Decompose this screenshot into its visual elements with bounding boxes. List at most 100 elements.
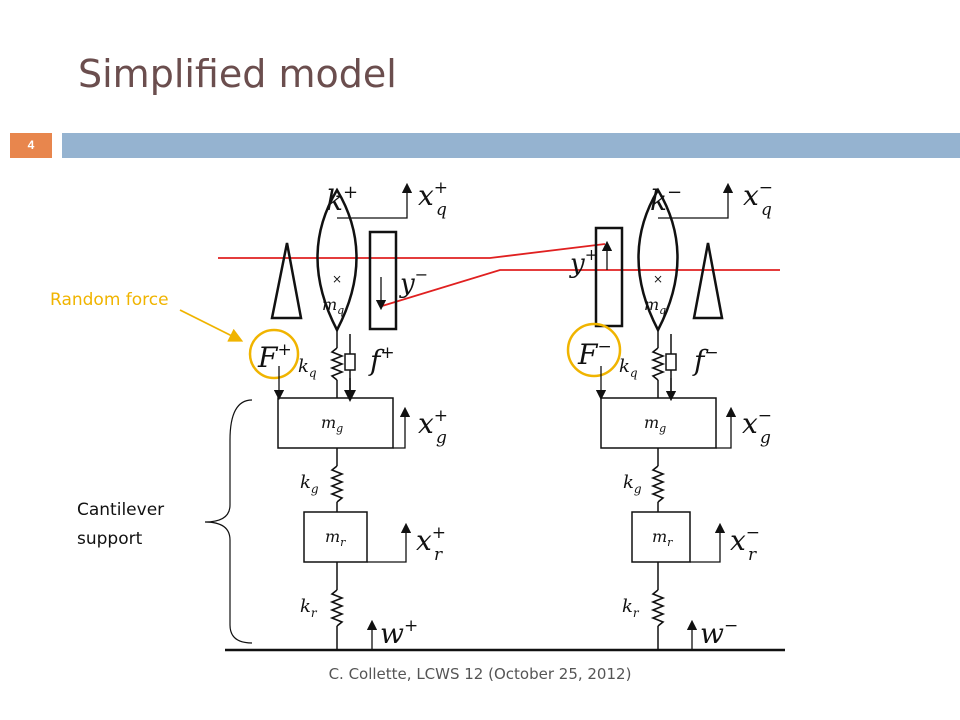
right-w: w <box>700 617 724 650</box>
right-xr-sub: r <box>748 545 757 565</box>
left-F-highlight <box>248 328 300 380</box>
svg-text:x+r: x+r <box>416 523 446 565</box>
left-xr: x <box>416 524 432 557</box>
right-kr: k <box>622 596 633 617</box>
left-kq: k <box>298 356 309 377</box>
left-mq: m <box>322 295 337 314</box>
svg-text:y+: y+ <box>569 245 598 279</box>
right-k-top-sup: − <box>667 182 682 203</box>
svg-text:mq: mq <box>644 295 666 317</box>
left-F: F <box>257 341 279 374</box>
left-xg-sub: g <box>436 428 447 448</box>
cantilever-support-label: Cantilever support <box>77 496 164 554</box>
svg-text:×: × <box>653 272 663 286</box>
svg-text:kr: kr <box>300 596 318 620</box>
right-f-sup: − <box>704 343 718 363</box>
svg-text:kq: kq <box>298 356 317 380</box>
svg-text:w+: w+ <box>380 616 418 650</box>
left-mr-box <box>303 511 368 563</box>
right-mr-sub: r <box>667 536 673 549</box>
svg-text:mg: mg <box>321 413 343 435</box>
svg-text:kr: kr <box>622 596 640 620</box>
left-xq-sub: q <box>436 200 447 220</box>
right-xq: x <box>743 179 759 212</box>
right-F-sup: − <box>597 337 611 357</box>
right-xr: x <box>730 524 746 557</box>
left-xg: x <box>418 407 434 440</box>
svg-text:mg: mg <box>644 413 666 435</box>
left-actuator <box>344 353 356 371</box>
left-mr: m <box>325 527 340 546</box>
right-kq-sub: q <box>630 366 638 380</box>
beam-lines <box>218 243 780 307</box>
slide-footer: C. Collette, LCWS 12 (October 25, 2012) <box>328 665 632 683</box>
svg-text:mr: mr <box>652 527 673 549</box>
left-w: w <box>380 617 404 650</box>
svg-text:x+g: x+g <box>418 406 448 448</box>
right-sensor-rect <box>594 226 624 328</box>
svg-text:x−g: x−g <box>742 406 772 448</box>
right-actuator <box>665 353 677 371</box>
svg-text:w−: w− <box>700 616 738 650</box>
left-mg-sub: g <box>336 422 343 435</box>
right-kg-spring <box>650 465 666 503</box>
random-force-label: Random force <box>50 290 169 310</box>
right-kg-sub: g <box>634 482 642 496</box>
right-w-sup: − <box>724 616 738 636</box>
right-xg: x <box>742 407 758 440</box>
svg-text:x−r: x−r <box>730 523 760 565</box>
left-k-top-sup: + <box>343 182 358 203</box>
left-y-sup: − <box>415 265 428 284</box>
svg-text:mr: mr <box>325 527 346 549</box>
right-xr-sup: − <box>746 523 760 543</box>
svg-text:x+q: x+q <box>418 178 448 220</box>
left-mg-box <box>277 397 394 449</box>
right-kr-sub: r <box>633 606 640 620</box>
page-number: 4 <box>10 133 52 158</box>
svg-text:f−: f− <box>692 343 719 377</box>
svg-text:kg: kg <box>623 472 642 496</box>
right-mq-sub: q <box>659 304 666 317</box>
header-bar <box>62 133 960 158</box>
svg-text:y−: y− <box>399 265 428 299</box>
right-mg: m <box>644 413 659 432</box>
svg-text:kg: kg <box>300 472 319 496</box>
left-triangle <box>270 242 303 320</box>
svg-text:kq: kq <box>619 356 638 380</box>
svg-text:x−q: x−q <box>743 178 773 220</box>
left-xr-sub: r <box>434 545 443 565</box>
right-xq-sup: − <box>759 178 773 198</box>
right-F: F <box>577 338 599 371</box>
right-xg-sub: g <box>760 428 771 448</box>
left-kr-spring <box>329 589 345 627</box>
left-sensor-rect <box>368 230 398 331</box>
left-w-sup: + <box>404 616 418 636</box>
right-system: × k− x−q y+ mq F− kq f− mg x−g kg mr x−r… <box>566 178 773 650</box>
right-y-sup: + <box>585 245 598 264</box>
left-xq: x <box>418 179 434 212</box>
right-kr-spring <box>650 589 666 627</box>
left-k-top: k <box>326 184 343 217</box>
cantilever-label-line1: Cantilever <box>77 500 165 520</box>
right-kq: k <box>619 356 630 377</box>
left-xg-sup: + <box>434 406 448 426</box>
cantilever-brace <box>204 399 253 644</box>
svg-text:f+: f+ <box>368 343 395 377</box>
right-k-top: k <box>650 184 667 217</box>
right-kg: k <box>623 472 634 493</box>
right-triangle <box>692 242 724 320</box>
left-kq-sub: q <box>309 366 317 380</box>
left-mg: m <box>321 413 336 432</box>
left-kg-spring <box>329 465 345 503</box>
right-mr: m <box>652 527 667 546</box>
left-f-sup: + <box>380 343 394 363</box>
left-kr-sub: r <box>311 606 318 620</box>
right-xq-sub: q <box>761 200 772 220</box>
left-system: × k+ x+q y− mq F+ kq f+ mg x+g kg mr x+r <box>248 178 448 650</box>
cantilever-label-line2: support <box>77 529 143 549</box>
left-kr: k <box>300 596 311 617</box>
left-kg-sub: g <box>311 482 319 496</box>
svg-text:k+: k+ <box>326 182 358 217</box>
svg-text:F−: F− <box>577 337 612 371</box>
